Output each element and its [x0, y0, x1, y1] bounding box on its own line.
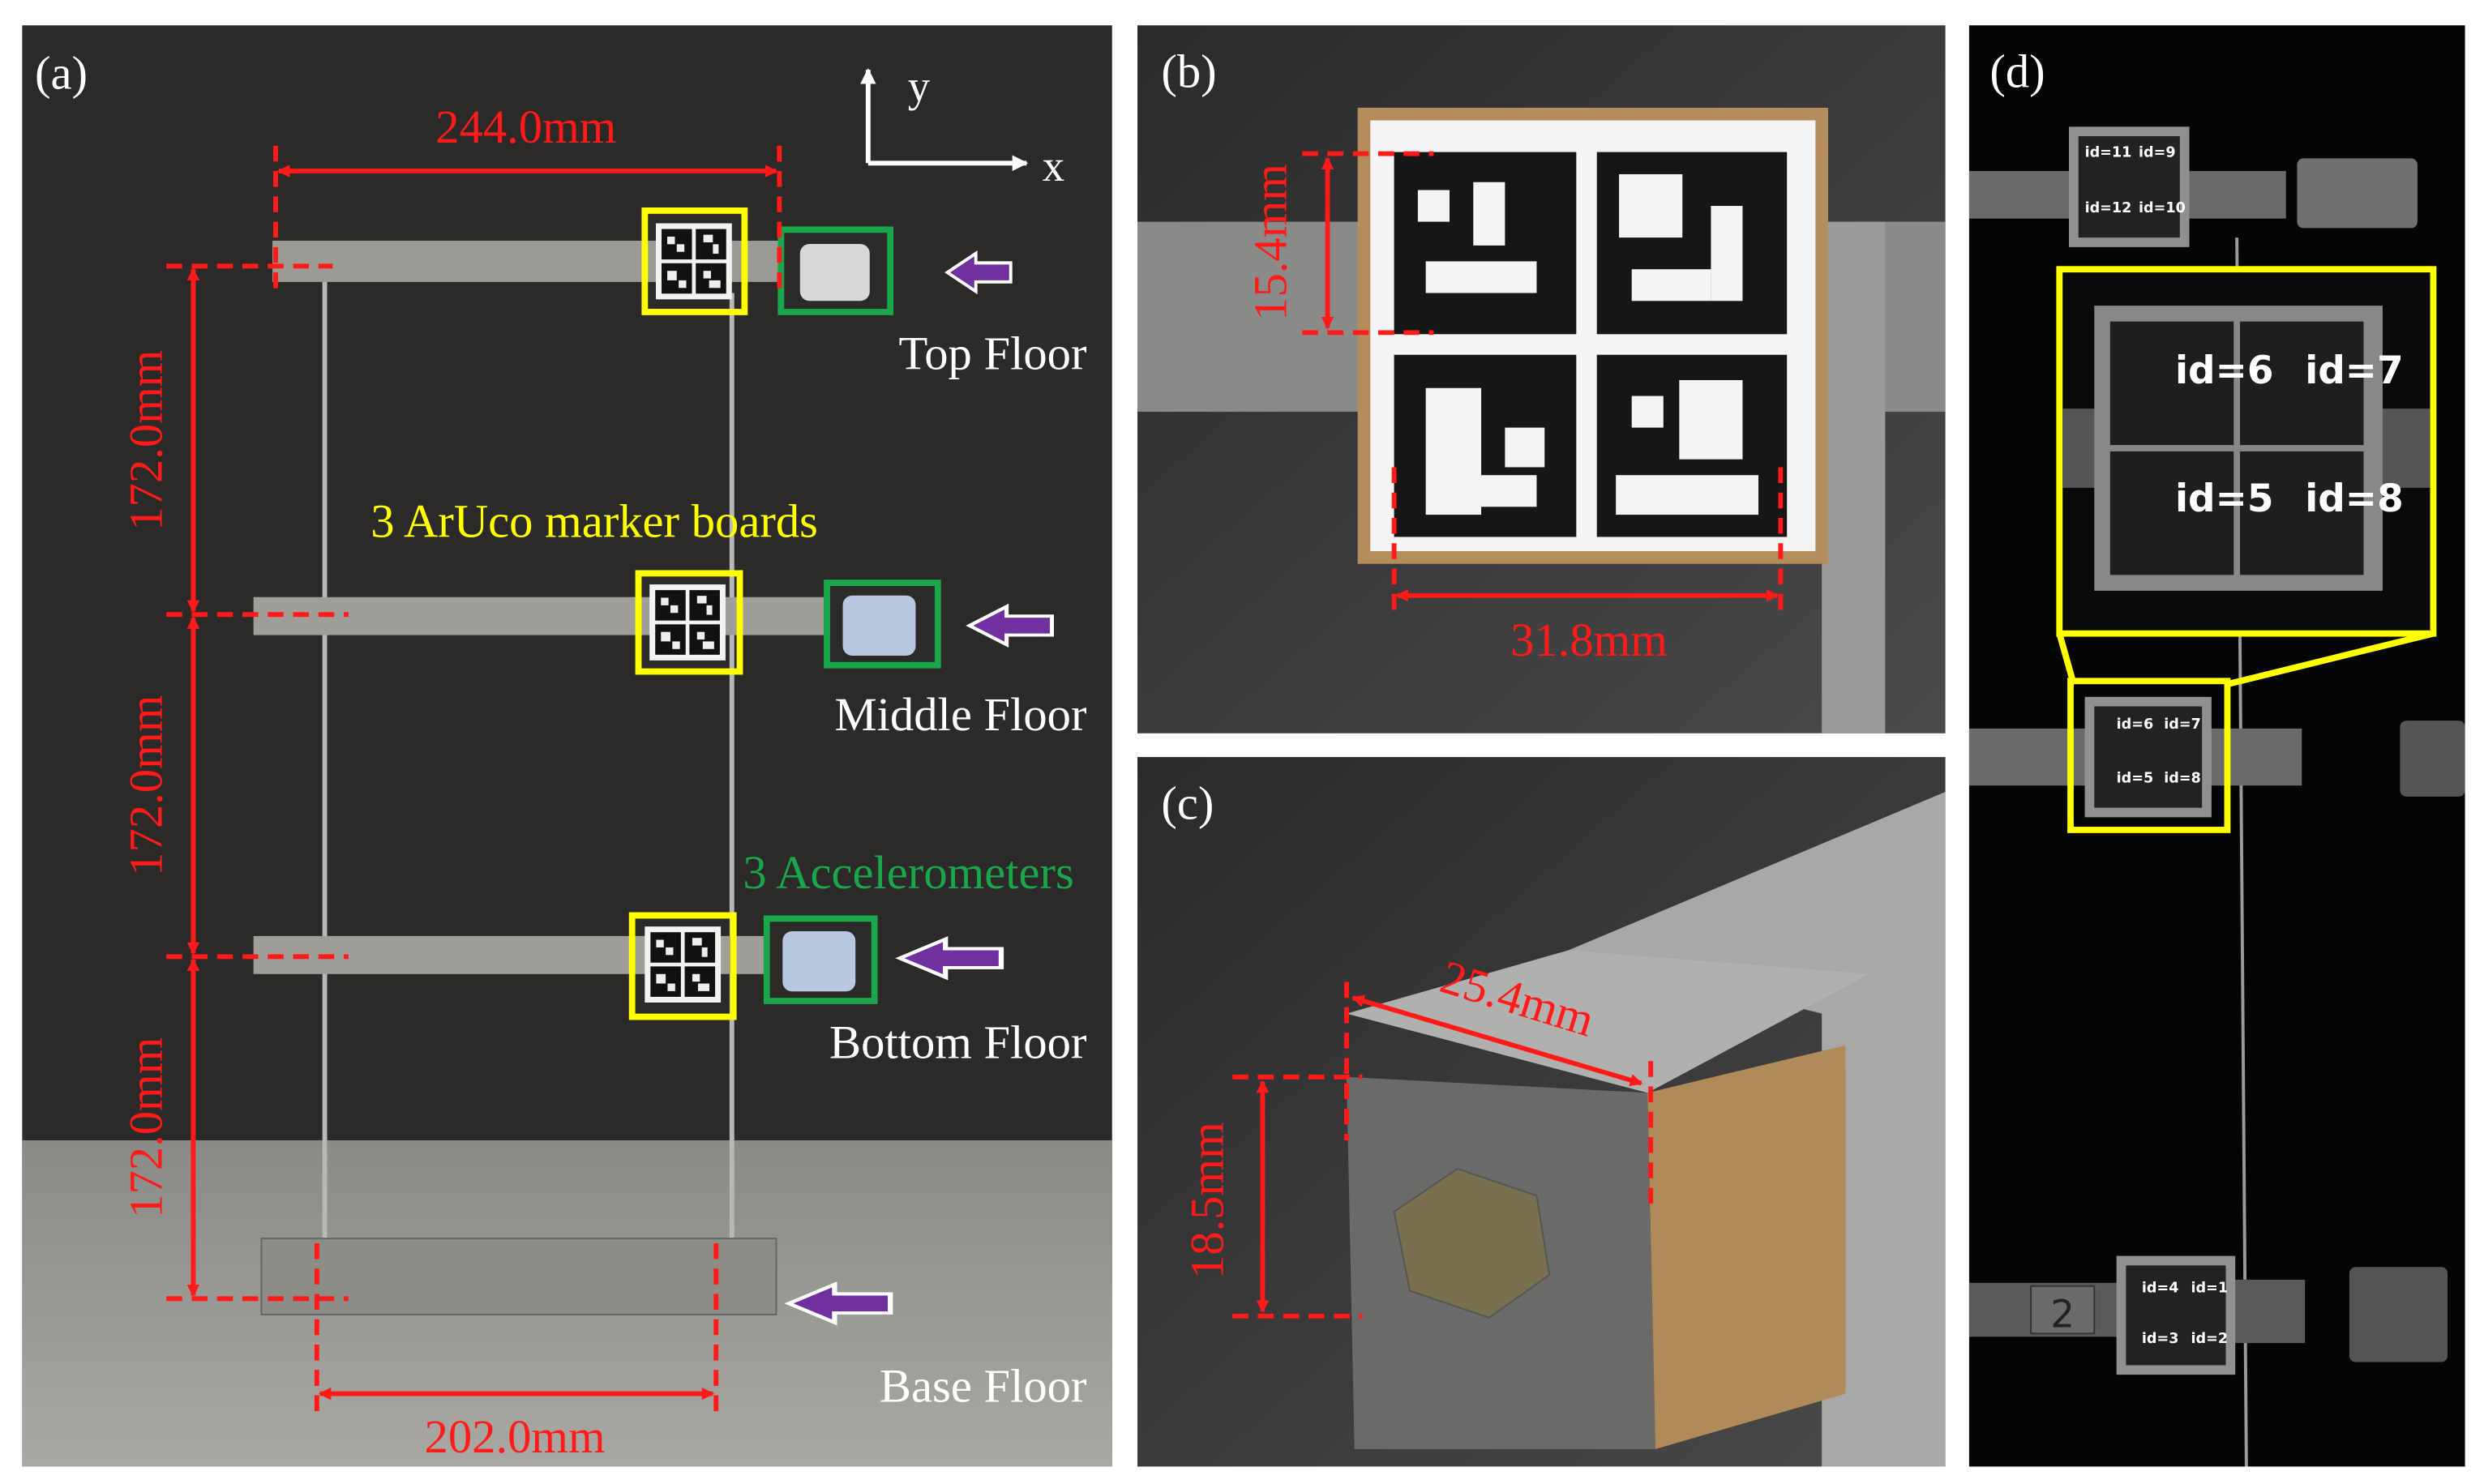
bottom-floor-label: Bottom Floor: [829, 1016, 1087, 1068]
top-floor-label: Top Floor: [899, 327, 1087, 379]
id-label: id=4: [2142, 1281, 2179, 1297]
id-label: id=2: [2191, 1331, 2228, 1347]
id-label: id=6: [2175, 349, 2274, 393]
id-label: id=5: [2117, 770, 2154, 786]
accelerometer-bottom-d: [2349, 1267, 2448, 1362]
panel-d: id=11 id=9 id=12 id=10 id=6 id=7 id=5 id…: [1968, 25, 2465, 1467]
aruco-board-bottom-d-face: [2126, 1265, 2226, 1366]
marker-box-middle: [635, 570, 743, 675]
dimension-lines-a: [166, 145, 782, 1418]
zoom-connector-right: [2226, 630, 2435, 687]
bottom-id-labels: id=4 id=1 id=3 id=2: [2142, 1281, 2228, 1348]
middle-floor-beam: [253, 597, 824, 635]
panel-c: (c) 25.4mm 18.5mm: [1137, 757, 1946, 1467]
id-label: id=9: [2139, 144, 2176, 160]
accelerometer-box-middle: [824, 579, 941, 669]
accelerometer-box-bottom: [763, 915, 878, 1004]
beam-tag: 2: [2050, 1293, 2075, 1337]
panel-b-label: (b): [1161, 45, 1216, 97]
block-side-face: [1647, 1045, 1846, 1449]
dim-base-width-label: 202.0mm: [425, 1410, 606, 1463]
accelerometer-middle: [842, 595, 916, 656]
zoom-id-labels: id=6 id=7 id=5 id=8: [2175, 349, 2404, 521]
axes-icon: [860, 68, 1029, 172]
accelerometer-middle-d: [2400, 721, 2465, 797]
id-label: id=1: [2191, 1281, 2228, 1297]
id-label: id=7: [2305, 349, 2404, 393]
accelerometer-top-d: [2297, 158, 2418, 229]
accelerometer-top: [799, 243, 870, 302]
zoom-aruco-markers: [2109, 321, 2364, 575]
dim-marker-height-label: 15.4mm: [1244, 164, 1297, 321]
id-label: id=11: [2085, 144, 2132, 160]
id-label: id=6: [2117, 716, 2154, 733]
id-label: id=8: [2164, 770, 2201, 786]
panel-a: (a) y x Top Floor: [22, 25, 1112, 1467]
top-id-labels: id=11 id=9 id=12 id=10: [2085, 144, 2186, 216]
beam-tag-box: [2030, 1285, 2096, 1335]
base-floor-label: Base Floor: [880, 1359, 1087, 1412]
id-label: id=7: [2164, 716, 2201, 733]
marker-boards-legend: 3 ArUco marker boards: [370, 494, 818, 547]
aruco-board-top-d-face: [2078, 136, 2180, 238]
aruco-board-middle-d-face: [2094, 706, 2203, 808]
panel-d-label: (d): [1989, 45, 2045, 97]
id-label: id=8: [2305, 477, 2404, 521]
marker-box-bottom: [628, 912, 737, 1020]
panel-b: (b) 15.4mm 31.8mm: [1137, 25, 1946, 733]
aruco-board-bottom: [645, 926, 722, 1003]
dim-story-2-label: 172.0mm: [119, 695, 172, 876]
axis-x-label: x: [1043, 141, 1064, 190]
aruco-board-middle: [649, 584, 726, 661]
aruco-patterns-b: [1417, 173, 1759, 515]
marker-box-top: [641, 207, 748, 315]
id-label: id=3: [2142, 1331, 2179, 1347]
bolt-head: [1393, 1168, 1551, 1319]
middle-marker-box: [2067, 678, 2231, 833]
bottom-beam-end: [2233, 1279, 2306, 1344]
dimension-lines-c: [1232, 981, 1654, 1319]
dim-block-height-label: 18.5mm: [1181, 1122, 1234, 1279]
aruco-board-top: [655, 223, 732, 300]
dim-story-1-label: 172.0mm: [119, 350, 172, 531]
base-floor-plate: [260, 1238, 777, 1315]
dim-board-width-label: 31.8mm: [1510, 614, 1668, 666]
accelerometer-box-top: [777, 226, 894, 315]
id-label: id=12: [2085, 200, 2132, 216]
panel-c-label: (c): [1161, 776, 1214, 829]
dim-story-3-label: 172.0mm: [119, 1037, 172, 1218]
accelerometers-legend: 3 Accelerometers: [743, 846, 1073, 899]
zoom-connector-left: [2056, 632, 2077, 686]
panel-a-label: (a): [35, 46, 88, 99]
dimension-lines-b: [1302, 151, 1784, 618]
middle-floor-label: Middle Floor: [835, 688, 1087, 741]
id-label: id=10: [2139, 200, 2186, 216]
axis-y-label: y: [908, 62, 931, 111]
dim-top-width-label: 244.0mm: [435, 101, 616, 153]
accelerometer-bottom: [782, 931, 856, 992]
middle-id-labels: id=6 id=7 id=5 id=8: [2117, 716, 2201, 786]
id-label: id=5: [2175, 477, 2274, 521]
column-b: [1822, 221, 1886, 733]
